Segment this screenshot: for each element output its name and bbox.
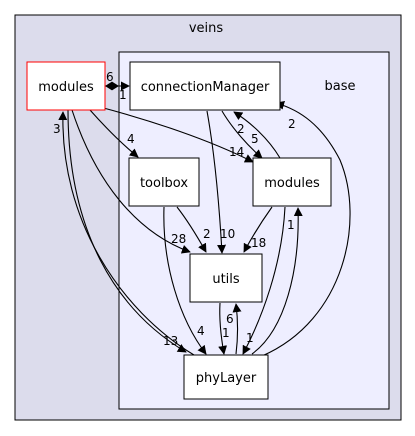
node-modules-external-label: modules xyxy=(38,80,94,95)
cluster-veins-label: veins xyxy=(189,21,224,36)
edge-label-phy-to-utils: 1 xyxy=(222,326,230,340)
node-phylayer-box xyxy=(183,354,269,400)
edge-label-cm-to-ext: 1 xyxy=(119,88,127,102)
node-connectionmanager-label: connectionManager xyxy=(141,80,270,95)
edge-label-ext-to-phy: 13 xyxy=(163,334,178,348)
node-connectionmanager[interactable]: connectionManager xyxy=(129,61,281,111)
node-toolbox-label: toolbox xyxy=(140,176,188,191)
cluster-base-label: base xyxy=(325,79,356,94)
node-utils[interactable]: utils xyxy=(189,253,263,303)
edge-label-ext-to-modbase: 14 xyxy=(229,145,244,159)
edge-phylayer-to-utils[interactable]: 1 xyxy=(222,303,242,355)
edge-utils-to-phylayer[interactable]: 6 xyxy=(218,302,234,355)
edge-phylayer-to-connectionmanager[interactable]: 2 xyxy=(261,100,351,357)
node-utils-label: utils xyxy=(212,272,240,287)
edge-connectionmanager-to-modules-base[interactable]: 2 xyxy=(221,110,263,159)
edge-modules-base-to-phylayer[interactable]: 1 xyxy=(242,206,286,355)
edge-connectionmanager-to-utils[interactable]: 10 xyxy=(206,110,235,254)
edge-label-ext-to-utils: 28 xyxy=(171,232,186,246)
edge-modules-base-to-utils[interactable]: 18 xyxy=(243,206,273,253)
edge-label-modbase-to-phy: 1 xyxy=(246,331,254,345)
edge-label-cm-to-utils: 10 xyxy=(220,227,235,241)
edge-modules-ext-to-utils[interactable]: 28 xyxy=(71,109,191,254)
edge-phylayer-to-modules-ext[interactable]: 3 xyxy=(53,111,195,356)
node-modules-base-box xyxy=(252,157,332,207)
edge-modules-base-to-connectionmanager[interactable]: 5 xyxy=(233,111,281,159)
node-connectionmanager-box xyxy=(129,61,281,111)
edge-label-cm-to-modbase: 2 xyxy=(237,122,245,136)
edge-modules-ext-to-toolbox[interactable]: 4 xyxy=(89,109,139,158)
edge-label-phy-to-ext: 3 xyxy=(53,122,61,136)
edge-label-phy-to-cm: 2 xyxy=(288,117,296,131)
node-modules-base-label: modules xyxy=(264,176,320,191)
nodes: modules connectionManager toolbox module… xyxy=(26,61,332,400)
node-modules-base[interactable]: modules xyxy=(252,157,332,207)
edge-label-modbase-to-cm: 5 xyxy=(251,132,259,146)
edges: 6 1 4 14 28 13 3 2 xyxy=(53,70,351,357)
node-utils-box xyxy=(189,253,263,303)
node-modules-external[interactable]: modules xyxy=(26,61,106,111)
edge-label-modbase-to-utils: 18 xyxy=(251,236,266,250)
node-toolbox[interactable]: toolbox xyxy=(128,157,200,207)
edge-label-phy-to-modbase: 1 xyxy=(287,218,295,232)
node-phylayer-label: phyLayer xyxy=(196,371,257,386)
node-phylayer[interactable]: phyLayer xyxy=(183,354,269,400)
edge-phylayer-to-modules-base[interactable]: 1 xyxy=(251,207,303,355)
edge-label-ext-to-toolbox: 4 xyxy=(127,132,135,146)
edge-label-utils-to-phy: 6 xyxy=(226,312,234,326)
edge-modules-ext-to-connectionmanager[interactable]: 6 1 xyxy=(105,70,130,102)
edge-modules-ext-to-phylayer[interactable]: 13 xyxy=(67,109,187,353)
edge-label-toolbox-to-utils: 2 xyxy=(203,227,211,241)
edge-label-ext-to-cm: 6 xyxy=(106,70,114,84)
node-modules-external-box xyxy=(26,61,106,111)
edge-toolbox-to-phylayer[interactable]: 4 xyxy=(163,206,207,355)
edge-toolbox-to-utils[interactable]: 2 xyxy=(176,206,211,253)
node-toolbox-box xyxy=(128,157,200,207)
edge-label-toolbox-to-phy: 4 xyxy=(197,324,205,338)
edge-modules-ext-to-modules-base[interactable]: 14 xyxy=(95,105,254,163)
